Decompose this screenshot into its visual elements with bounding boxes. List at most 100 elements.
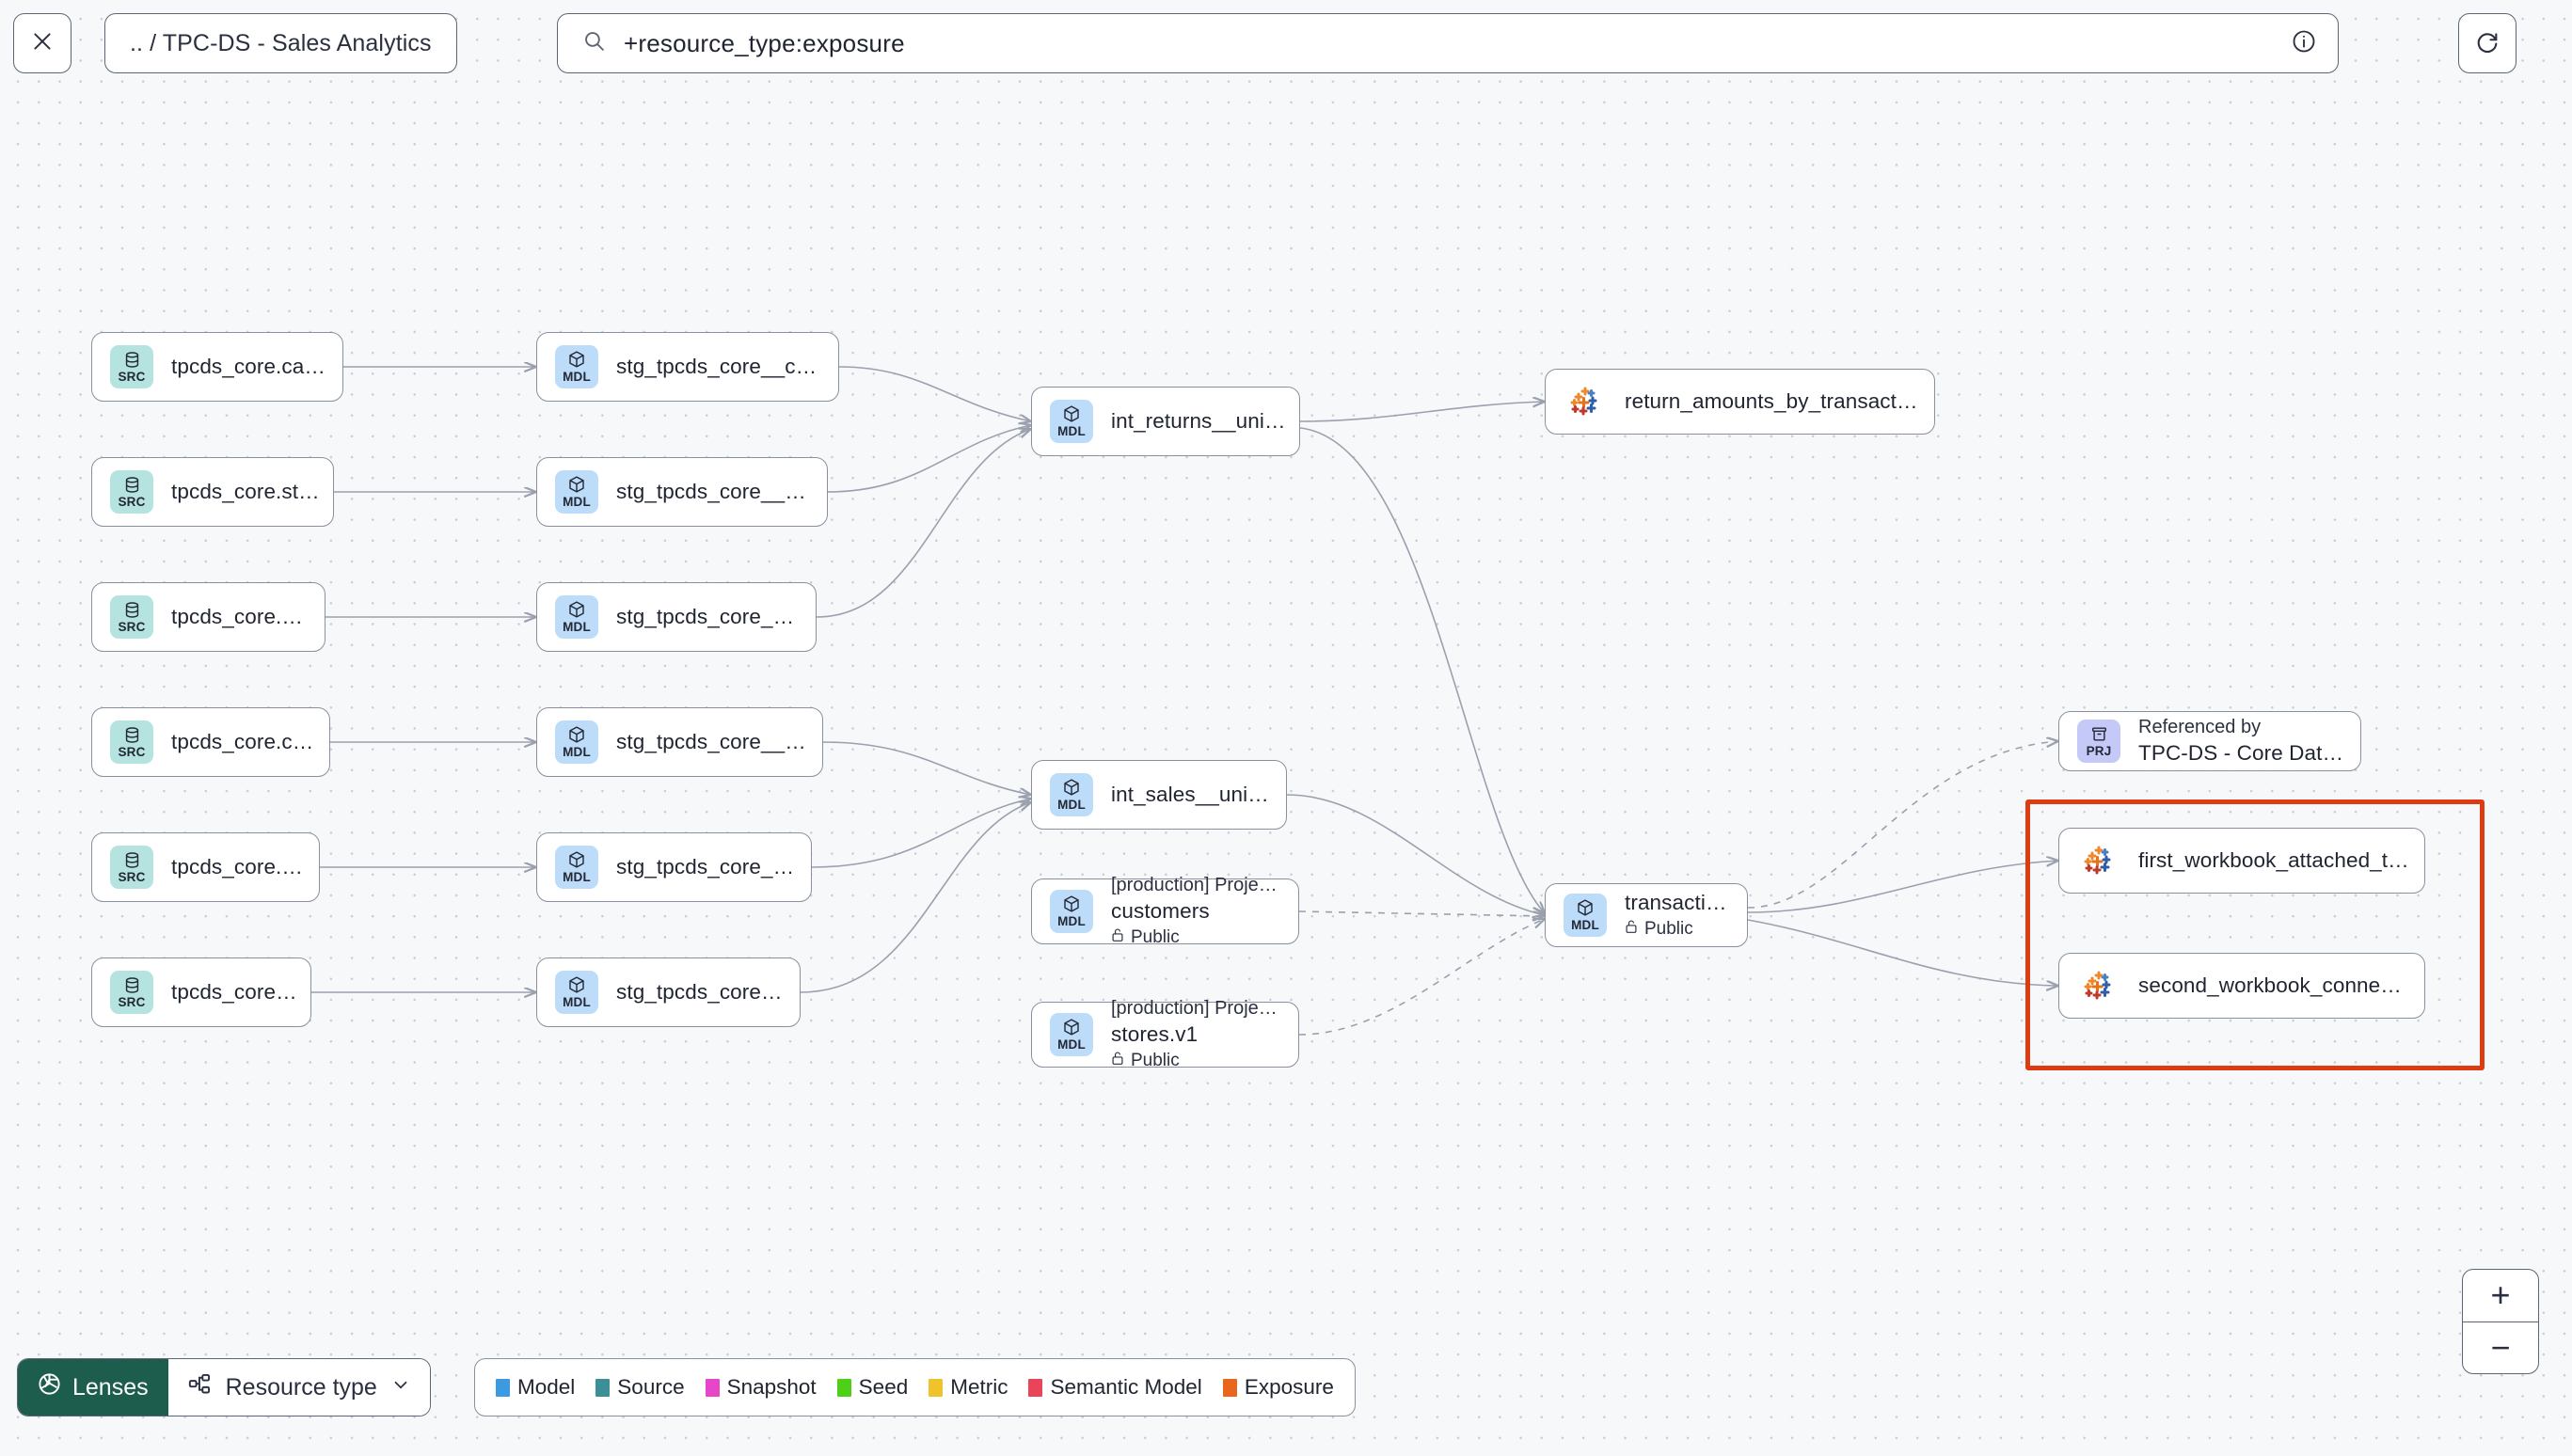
- node-label: stg_tpcds_core__catalog_sales: [616, 730, 809, 753]
- node-label: return_amounts_by_transaction_type: [1625, 389, 1921, 413]
- legend-swatch: [595, 1378, 611, 1397]
- node-label: tpcds_core.catalog_sales: [171, 730, 316, 753]
- legend-swatch: [496, 1378, 510, 1397]
- node-int-returns-unioned[interactable]: MDL int_returns__unioned: [1031, 387, 1300, 456]
- refresh-button[interactable]: [2458, 13, 2516, 73]
- node-stg-store-returns[interactable]: MDL stg_tpcds_core__store_returns: [536, 457, 828, 527]
- node-exposure-return-amounts[interactable]: return_amounts_by_transaction_type: [1545, 369, 1935, 435]
- node-label: stg_tpcds_core__store_sales: [616, 855, 798, 878]
- lenses-label: Lenses: [72, 1373, 149, 1401]
- node-label: stores.v1: [1111, 1022, 1199, 1046]
- zoom-out-button[interactable]: −: [2463, 1322, 2538, 1374]
- legend-item-source: Source: [595, 1375, 685, 1400]
- node-stg-web-sales[interactable]: MDL stg_tpcds_core__web_sales: [536, 957, 801, 1027]
- node-stores-v1[interactable]: MDL [production] Project: TPC-DS - Core …: [1031, 998, 1299, 1071]
- hierarchy-icon: [187, 1371, 213, 1403]
- node-label: first_workbook_attached_to_tpc-ds_-_…: [2138, 848, 2411, 872]
- legend-item-semantic-model: Semantic Model: [1028, 1375, 1202, 1400]
- node-label: tpcds_core.web_sales: [171, 980, 297, 1004]
- node-visibility: Public: [1111, 1051, 1282, 1071]
- database-icon: SRC: [110, 470, 153, 514]
- node-customers[interactable]: MDL [production] Project: TPC-DS - Core …: [1031, 875, 1299, 947]
- node-stg-catalog-sales[interactable]: MDL stg_tpcds_core__catalog_sales: [536, 707, 823, 777]
- search-icon: [582, 29, 606, 57]
- legend-item-snapshot: Snapshot: [705, 1375, 817, 1400]
- badge-label: SRC: [118, 494, 146, 509]
- archive-box-icon: PRJ: [2077, 720, 2120, 763]
- node-exposure-first-workbook[interactable]: first_workbook_attached_to_tpc-ds_-_…: [2058, 828, 2425, 894]
- cube-icon: MDL: [1564, 894, 1607, 937]
- close-button[interactable]: [13, 13, 71, 73]
- badge-label: MDL: [563, 620, 591, 635]
- legend-item-metric: Metric: [929, 1375, 1008, 1400]
- lock-open-icon: [1625, 919, 1638, 940]
- badge-label: MDL: [563, 370, 591, 385]
- node-project-path: [production] Project: TPC-DS - Core Data…: [1111, 875, 1282, 895]
- legend-label: Model: [517, 1375, 576, 1399]
- legend-swatch: [836, 1378, 851, 1397]
- legend-label: Snapshot: [726, 1375, 817, 1399]
- node-int-sales-unioned[interactable]: MDL int_sales__unioned: [1031, 760, 1287, 830]
- node-src-store-returns[interactable]: SRC tpcds_core.store_returns: [91, 457, 334, 527]
- top-toolbar: .. / TPC-DS - Sales Analytics: [0, 13, 2572, 75]
- chevron-down-icon: [390, 1374, 411, 1401]
- database-icon: SRC: [110, 720, 153, 764]
- badge-label: MDL: [563, 745, 591, 760]
- badge-label: MDL: [1057, 914, 1086, 929]
- node-label: stg_tpcds_core__store_returns: [616, 480, 814, 503]
- visibility-label: Public: [1131, 1051, 1180, 1070]
- cube-icon: MDL: [555, 971, 598, 1014]
- breadcrumb[interactable]: .. / TPC-DS - Sales Analytics: [104, 13, 457, 73]
- cube-icon: MDL: [1050, 400, 1093, 443]
- node-label: customers: [1111, 899, 1210, 923]
- legend-swatch: [705, 1378, 720, 1397]
- node-project-path: [production] Project: TPC-DS - Core Data…: [1111, 998, 1282, 1019]
- node-referenced-by-label: Referenced by: [2138, 717, 2262, 737]
- search-input[interactable]: [624, 28, 2291, 58]
- legend-label: Seed: [858, 1375, 909, 1399]
- database-icon: SRC: [110, 345, 153, 388]
- visibility-label: Public: [1131, 927, 1180, 947]
- node-label: tpcds_core.store_returns: [171, 480, 320, 503]
- zoom-in-button[interactable]: +: [2463, 1270, 2538, 1322]
- badge-label: MDL: [1571, 918, 1599, 933]
- node-label: int_sales__unioned: [1111, 783, 1273, 806]
- node-exposure-second-workbook[interactable]: second_workbook_connected_to_live…: [2058, 953, 2425, 1019]
- node-transactions[interactable]: MDL transactions Public: [1545, 883, 1748, 947]
- badge-label: SRC: [118, 619, 146, 634]
- info-circle-icon[interactable]: [2291, 28, 2317, 59]
- lenses-button[interactable]: Lenses: [18, 1359, 168, 1416]
- node-visibility: Public: [1111, 927, 1282, 948]
- badge-label: SRC: [118, 744, 146, 759]
- node-stg-web-returns[interactable]: MDL stg_tpcds_core__web_returns: [536, 582, 817, 652]
- resource-type-dropdown[interactable]: Resource type: [167, 1359, 430, 1416]
- cube-icon: MDL: [555, 470, 598, 514]
- cube-icon: MDL: [555, 720, 598, 764]
- node-src-web-sales[interactable]: SRC tpcds_core.web_sales: [91, 957, 311, 1027]
- exposure-sparkle-icon: [2077, 964, 2120, 1007]
- exposure-sparkle-icon: [1564, 380, 1607, 423]
- node-src-catalog-returns[interactable]: SRC tpcds_core.catalog_returns: [91, 332, 343, 402]
- legend-label: Semantic Model: [1050, 1375, 1202, 1399]
- breadcrumb-label: .. / TPC-DS - Sales Analytics: [130, 29, 432, 56]
- cube-icon: MDL: [555, 345, 598, 388]
- search-box[interactable]: [557, 13, 2339, 73]
- close-icon: [30, 29, 55, 58]
- badge-label: PRJ: [2086, 743, 2112, 758]
- node-referenced-by-project[interactable]: PRJ Referenced by TPC-DS - Core Data Mod…: [2058, 711, 2361, 771]
- node-stg-catalog-returns[interactable]: MDL stg_tpcds_core__catalog_returns: [536, 332, 839, 402]
- badge-label: MDL: [1057, 424, 1086, 439]
- exposure-sparkle-icon: [2077, 839, 2120, 882]
- node-stg-store-sales[interactable]: MDL stg_tpcds_core__store_sales: [536, 832, 812, 902]
- legend-label: Exposure: [1244, 1375, 1334, 1399]
- resource-type-legend: Model Source Snapshot Seed Metric Semant…: [474, 1358, 1356, 1416]
- node-src-catalog-sales[interactable]: SRC tpcds_core.catalog_sales: [91, 707, 330, 777]
- cube-icon: MDL: [555, 846, 598, 889]
- cube-icon: MDL: [1050, 773, 1093, 816]
- node-src-store-sales[interactable]: SRC tpcds_core.store_sales: [91, 832, 320, 902]
- node-label: tpcds_core.web_returns: [171, 605, 311, 628]
- zoom-controls: + −: [2462, 1269, 2539, 1374]
- node-src-web-returns[interactable]: SRC tpcds_core.web_returns: [91, 582, 325, 652]
- lock-open-icon: [1111, 927, 1124, 948]
